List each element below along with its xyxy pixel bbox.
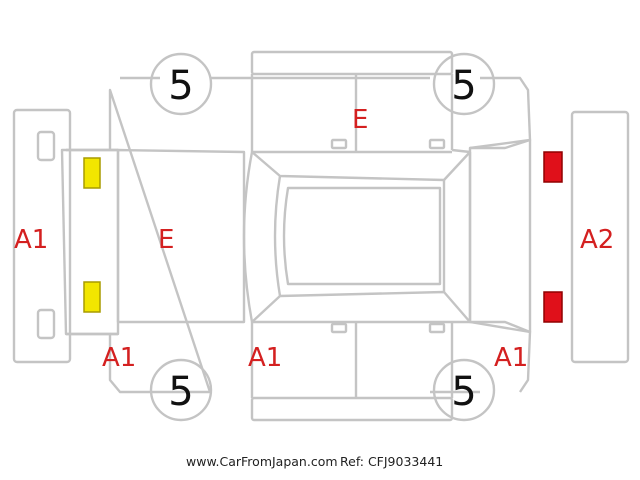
bottom-door-handle-rear <box>428 322 446 334</box>
front-face-panel <box>66 148 120 336</box>
rear-lamp-top <box>543 151 563 183</box>
wheel-bottom-left <box>149 358 213 422</box>
wheel-top-right <box>432 52 496 116</box>
top-door-lines <box>250 74 454 154</box>
label-left-side: A1 <box>248 343 282 373</box>
tailgate-panel <box>469 138 532 334</box>
bottom-side-skirt <box>250 396 454 422</box>
rear-lamp-bottom <box>543 291 563 323</box>
front-lamp-top <box>83 157 101 189</box>
label-rear-bumper: A2 <box>580 225 614 255</box>
label-front-left-corner: A1 <box>102 343 136 373</box>
front-bumper-slot-top <box>36 130 56 162</box>
label-rear-left-corner: A1 <box>494 343 528 373</box>
bottom-door-handle-front <box>330 322 348 334</box>
wheel-top-left <box>149 52 213 116</box>
wheel-bottom-right <box>432 358 496 422</box>
wheel-grade-bottom-right: 5 <box>451 369 476 415</box>
label-hood: E <box>158 225 174 255</box>
top-door-handle-rear <box>428 138 446 150</box>
top-side-skirt <box>250 50 454 76</box>
wheel-grade-top-left: 5 <box>168 63 193 109</box>
bottom-door-lines <box>250 320 454 398</box>
label-roof-side: E <box>352 105 368 135</box>
wheel-grade-top-right: 5 <box>451 63 476 109</box>
roof-top-edge <box>251 151 471 182</box>
rear-bumper-panel <box>570 110 630 364</box>
roof-bottom-edge <box>251 290 471 323</box>
rear-window-lines <box>442 152 472 322</box>
roof-panel <box>282 186 442 286</box>
footer-site: www.CarFromJapan.com <box>186 454 338 469</box>
front-lamp-bottom <box>83 281 101 313</box>
footer-ref: Ref: CFJ9033441 <box>340 454 443 469</box>
hood-panel <box>116 148 246 324</box>
windshield-outer <box>242 151 254 323</box>
top-door-handle-front <box>330 138 348 150</box>
label-front-bumper: A1 <box>14 225 48 255</box>
wheel-grade-bottom-left: 5 <box>168 369 193 415</box>
front-bumper-slot-bottom <box>36 308 56 340</box>
front-bumper-panel <box>12 108 72 364</box>
rear-pillar-lines <box>451 148 471 324</box>
windshield-inner <box>273 175 282 297</box>
